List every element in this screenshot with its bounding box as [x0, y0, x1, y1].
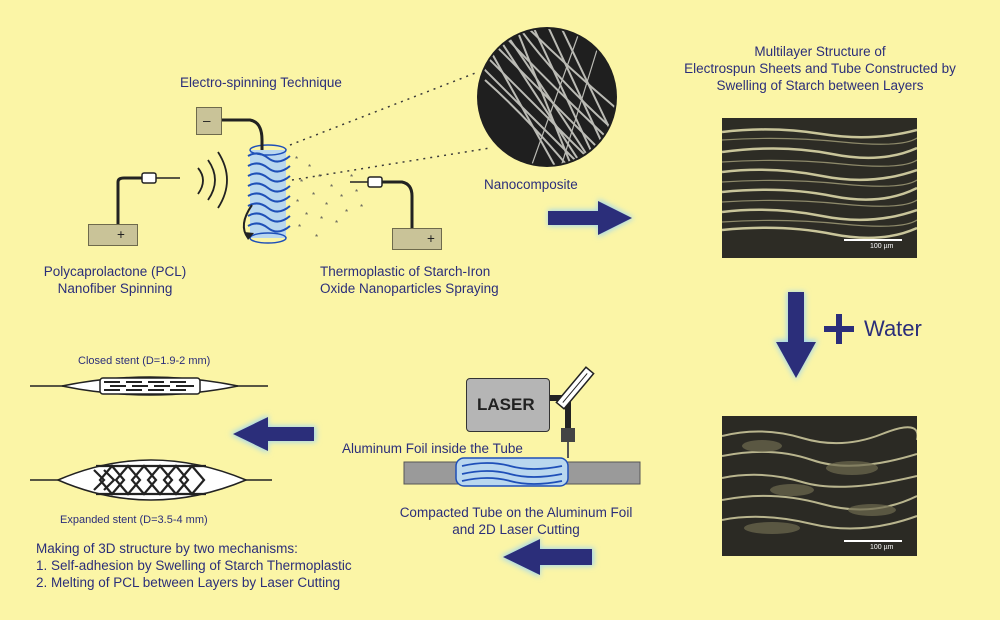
positive-sign-right: +	[427, 231, 435, 246]
arrow-right	[548, 199, 634, 237]
compacted-tube-line1: Compacted Tube on the Aluminum Foil	[399, 505, 633, 520]
water-label: Water	[864, 316, 922, 341]
laser-apparatus	[548, 366, 595, 458]
scale-bar-top: 100 µm	[870, 243, 894, 250]
tps-label-line2: Oxide Nanoparticles Spraying	[320, 281, 499, 296]
pcl-label-line1: Polycaprolactone (PCL)	[43, 264, 187, 279]
closed-stent	[30, 376, 268, 396]
svg-text:*: *	[335, 219, 338, 228]
svg-text:*: *	[308, 163, 311, 172]
multilayer-title-line2: Electrospun Sheets and Tube Constructed …	[684, 61, 956, 76]
pcl-label-line2: Nanofiber Spinning	[57, 281, 173, 296]
svg-text:*: *	[325, 201, 328, 210]
svg-text:*: *	[320, 215, 323, 224]
expanded-stent	[30, 459, 272, 501]
expanded-stent-label: Expanded stent (D=3.5-4 mm)	[60, 514, 208, 526]
multilayer-title-line1: Multilayer Structure of	[754, 44, 886, 59]
closed-stent-label: Closed stent (D=1.9-2 mm)	[78, 355, 211, 367]
aluminum-foil-tube	[403, 457, 641, 487]
svg-text:*: *	[305, 211, 308, 220]
electrospinning-title: Electro-spinning Technique	[180, 75, 342, 90]
pcl-power-supply: +	[88, 224, 138, 246]
zoom-dotted-lines	[289, 71, 491, 181]
tps-power-supply: +	[392, 228, 442, 250]
arrow-down	[774, 292, 818, 380]
scale-bar-bottom: 100 µm	[870, 544, 894, 551]
svg-text:*: *	[318, 173, 321, 182]
svg-text:*: *	[312, 191, 315, 200]
svg-text:*: *	[295, 155, 298, 164]
nanofiber-sem-circle	[477, 27, 617, 167]
mechanisms-text: Making of 3D structure by two mechanisms…	[36, 540, 352, 591]
plus-icon	[824, 314, 854, 344]
aluminum-foil-label: Aluminum Foil inside the Tube	[342, 441, 523, 456]
mechanism-2: 2. Melting of PCL between Layers by Lase…	[36, 575, 341, 590]
arrow-left-middle	[230, 415, 316, 453]
svg-text:*: *	[298, 223, 301, 232]
nanocomposite-label: Nanocomposite	[484, 177, 578, 192]
negative-wire	[218, 118, 264, 150]
mechanisms-title: Making of 3D structure by two mechanisms…	[36, 541, 298, 556]
negative-sign: –	[203, 113, 211, 128]
svg-text:*: *	[296, 198, 299, 207]
arrow-left-bottom	[500, 537, 594, 577]
mechanism-1: 1. Self-adhesion by Swelling of Starch T…	[36, 558, 352, 573]
svg-text:*: *	[355, 188, 358, 197]
positive-sign-left: +	[117, 227, 125, 242]
laser-label: LASER	[477, 395, 535, 414]
svg-text:*: *	[350, 173, 353, 182]
svg-text:*: *	[360, 203, 363, 212]
tps-spray-needle	[350, 176, 414, 228]
svg-text:*: *	[345, 208, 348, 217]
laser-box: LASER	[466, 378, 550, 432]
svg-text:*: *	[340, 193, 343, 202]
sem-swollen-image: 100 µm	[722, 416, 917, 556]
sem-multilayer-image: 100 µm	[722, 118, 917, 258]
multilayer-title-line3: Swelling of Starch between Layers	[716, 78, 924, 93]
pcl-syringe-needle	[116, 151, 228, 228]
spray-particles: *** *** *** *** *** ***	[295, 155, 363, 242]
negative-power-terminal: –	[196, 107, 222, 135]
svg-text:*: *	[315, 233, 318, 242]
svg-text:*: *	[330, 183, 333, 192]
compacted-tube-line2: and 2D Laser Cutting	[452, 522, 580, 537]
tps-label-line1: Thermoplastic of Starch-Iron	[320, 264, 491, 279]
electrospinning-collector-tube	[242, 144, 291, 244]
svg-text:*: *	[300, 178, 303, 187]
